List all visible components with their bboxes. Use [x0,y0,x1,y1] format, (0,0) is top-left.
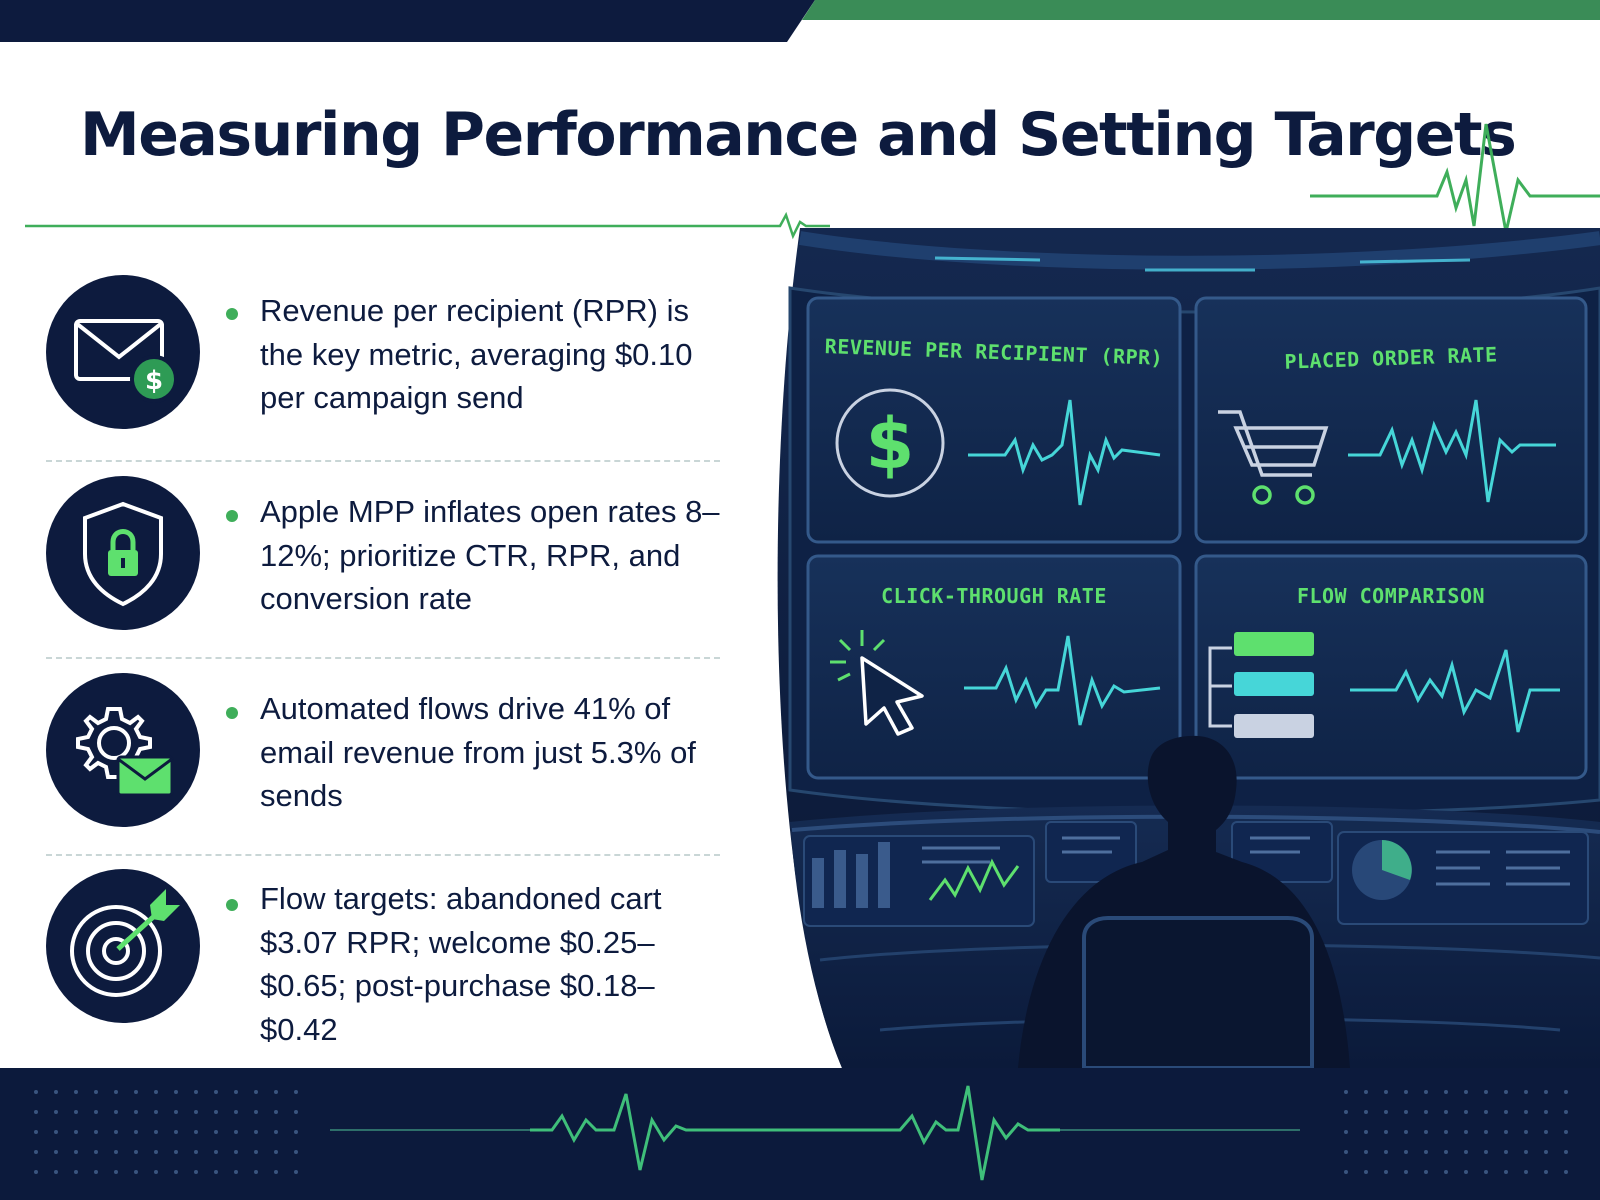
list-item: Automated flows drive 41% of email reven… [40,664,730,861]
analyst-silhouette [1018,735,1350,1070]
panel-placed-order [1194,296,1588,544]
gear-envelope-icon [46,673,200,827]
bullet-text: Apple MPP inflates open rates 8–12%; pri… [260,494,720,616]
panel-label-flow: FLOW COMPARISON [1296,584,1486,608]
rpr-pulse [968,399,1161,506]
top-band [0,0,1600,42]
title-divider-pulse [25,123,1600,240]
list-item: Flow targets: abandoned cart $3.07 RPR; … [40,861,730,1058]
shopping-cart-icon [1218,410,1329,505]
svg-text:$: $ [145,366,163,396]
placed-order-pulse [1348,399,1556,503]
ctr-pulse [964,635,1161,726]
footer-pulse [34,1085,1568,1181]
target-arrow-icon [46,869,200,1023]
cursor-click-icon [830,630,924,736]
panel-label-ctr: CLICK-THROUGH RATE [881,584,1107,608]
bullet-text: Automated flows drive 41% of email reven… [260,691,696,813]
panel-label-rpr: REVENUE PER RECIPIENT (RPR) [824,334,1164,370]
divider [46,657,720,659]
bullet-dot [226,510,238,522]
divider [46,460,720,462]
svg-text:$: $ [866,403,915,485]
bullet-text: Revenue per recipient (RPR) is the key m… [260,293,693,415]
bullet-dot [226,308,238,320]
list-item: Apple MPP inflates open rates 8–12%; pri… [40,467,730,664]
bullet-list: $ Revenue per recipient (RPR) is the key… [40,270,730,1058]
bullet-text: Flow targets: abandoned cart $3.07 RPR; … [260,881,662,1047]
dollar-circle-icon: $ [835,388,945,498]
list-item: $ Revenue per recipient (RPR) is the key… [40,270,730,467]
divider [46,854,720,856]
page-title: Measuring Performance and Setting Target… [80,100,1517,170]
bullet-dot [226,707,238,719]
footer-band [0,1068,1600,1200]
bullet-dot [226,899,238,911]
panel-label-placed-order: PLACED ORDER RATE [1284,342,1498,374]
shield-lock-icon [46,476,200,630]
flow-pulse [1350,649,1560,733]
flow-bars-icon [1208,632,1314,738]
envelope-dollar-icon: $ [46,275,200,429]
